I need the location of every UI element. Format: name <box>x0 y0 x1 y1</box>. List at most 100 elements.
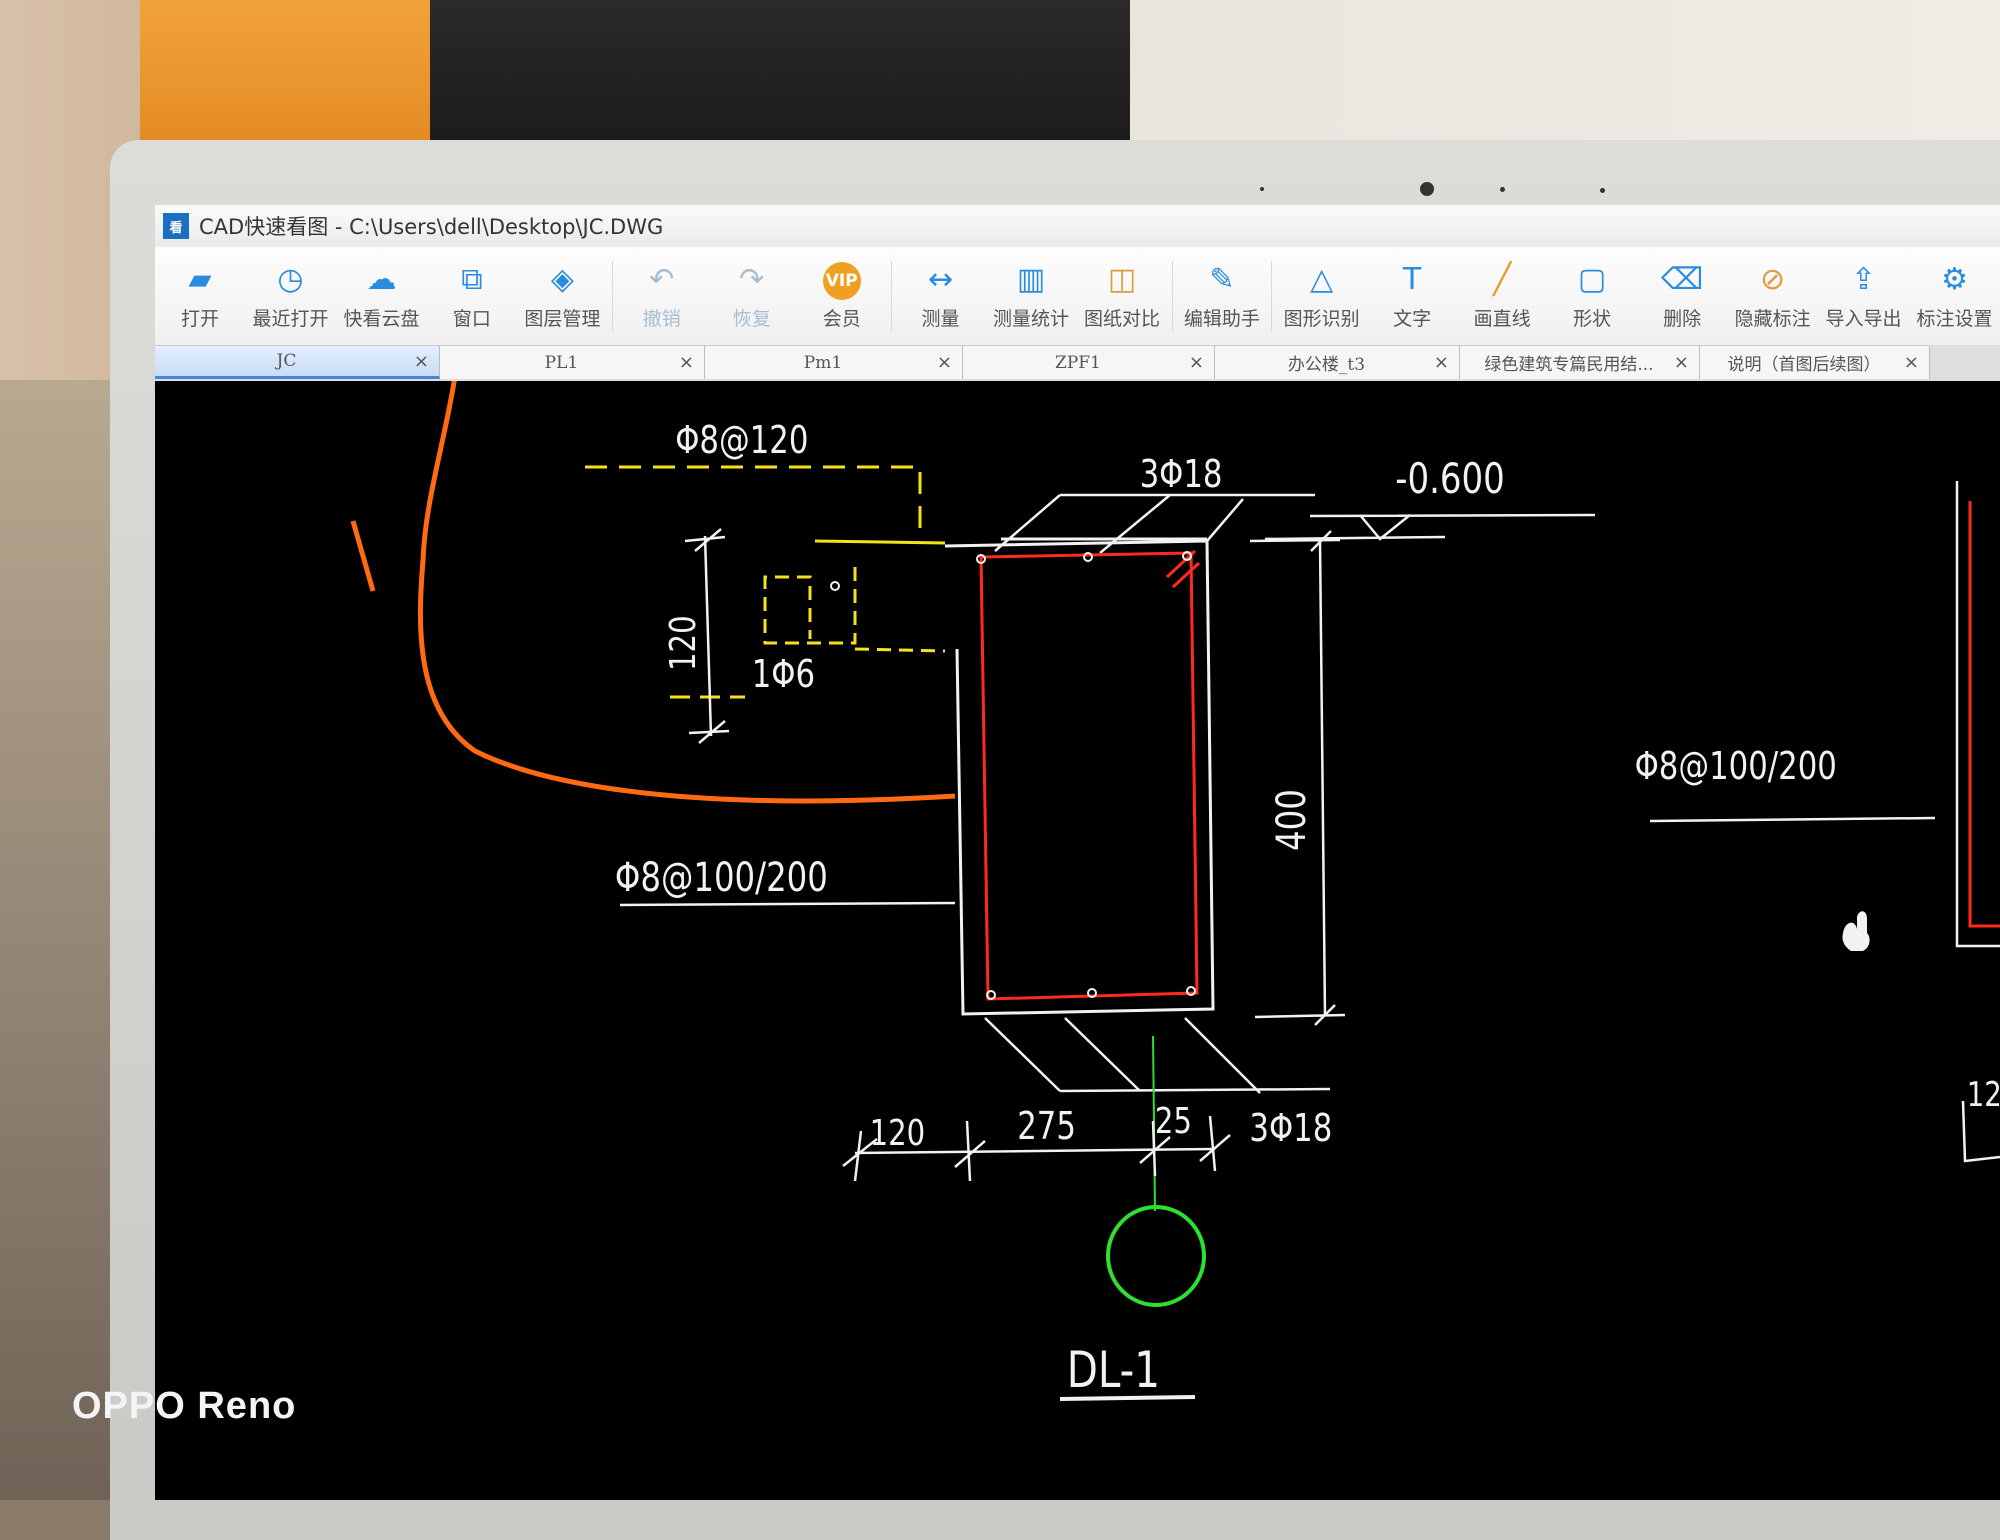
toolbar-button-label: 图形识别 <box>1283 307 1360 330</box>
toolbar-button-import-export[interactable]: ⇪导入导出 <box>1818 251 1909 341</box>
close-icon[interactable]: × <box>1903 352 1919 373</box>
rebar-dot <box>1182 551 1192 561</box>
stirrup-main-label: Φ8@100/200 <box>615 854 828 900</box>
toolbar-button-cloud[interactable]: ☁快看云盘 <box>336 251 427 341</box>
toolbar-button-hide-annotation[interactable]: ⊘隐藏标注 <box>1727 251 1818 341</box>
text-icon: T <box>1402 261 1422 297</box>
clock-icon: ◷ <box>277 261 304 297</box>
tie-bar-label: 1Φ6 <box>752 651 815 696</box>
tab-5[interactable]: 办公楼_t3 × <box>1215 345 1460 379</box>
toolbar-separator <box>890 261 892 331</box>
toolbar-button-eraser[interactable]: ⌫ 删除 <box>1637 251 1727 341</box>
tab-label: PL1 <box>544 352 579 373</box>
dim-height-line <box>1318 540 1327 1017</box>
toolbar-button-compare[interactable]: ◫ 图纸对比 <box>1077 251 1168 341</box>
toolbar-button-clock[interactable]: ◷ 最近打开 <box>245 251 336 341</box>
toolbar-button-line[interactable]: ╱画直线 <box>1457 251 1547 341</box>
toolbar-button-layers[interactable]: ◈图层管理 <box>517 251 608 341</box>
tab-7[interactable]: 说明（首图后续图） × <box>1700 345 1930 379</box>
stirrup-right-label: Φ8@100/200 <box>1635 743 1837 788</box>
toolbar-button-folder[interactable]: ▰打开 <box>155 251 245 341</box>
tab-2[interactable]: PL1 × <box>440 345 705 379</box>
dim-small-line <box>703 535 713 737</box>
bottom-bar-leaders <box>984 1017 1331 1094</box>
tab-label: 说明（首图后续图） <box>1727 355 1881 375</box>
vip-icon: VIP <box>822 261 861 300</box>
close-icon[interactable]: × <box>1673 352 1689 373</box>
yellow-bottom-segment <box>854 647 946 653</box>
toolbar-button-label: 标注设置 <box>1916 307 1993 330</box>
top-bar-leaders <box>994 493 1315 554</box>
toolbar-button-ruler[interactable]: ↔测量 <box>896 251 986 341</box>
toolbar-button-label: 删除 <box>1663 307 1702 330</box>
toolbar-button-label: 测量 <box>921 307 960 330</box>
orange-markup-tick <box>350 520 376 592</box>
toolbar-button-label: 图纸对比 <box>1084 307 1161 330</box>
toolbar-button-undo[interactable]: ↶ 撤销 <box>617 251 707 341</box>
toolbar-button-redo[interactable]: ↷恢复 <box>707 251 797 341</box>
dim-height-label: 400 <box>1268 789 1314 851</box>
document-tabs: JC×PL1×Pm1×ZPF1×办公楼_t3×绿色建筑专篇民用结...×说明（首… <box>155 345 2000 381</box>
stirrup-main-leader <box>619 901 956 907</box>
toolbar-button-label: 快看云盘 <box>343 307 420 330</box>
shape-recognition-icon: △ <box>1310 261 1334 297</box>
toolbar-button-window[interactable]: ⧉窗口 <box>427 251 517 341</box>
toolbar-button-label: 撤销 <box>642 307 681 330</box>
close-icon[interactable]: × <box>1433 352 1449 373</box>
hand-cursor-icon <box>1842 911 1870 951</box>
rebar-dot <box>986 990 996 1000</box>
axis-bubble <box>1106 1205 1206 1307</box>
toolbar-button-measure-stats[interactable]: ▥测量统计 <box>986 251 1077 341</box>
edit-assistant-icon: ✎ <box>1209 261 1235 297</box>
toolbar-button-label: 图层管理 <box>524 307 601 330</box>
close-icon[interactable]: × <box>1188 352 1204 373</box>
tab-4[interactable]: ZPF1× <box>963 345 1215 379</box>
toolbar-button-shape-recognition[interactable]: △ 图形识别 <box>1276 251 1367 341</box>
right-partial-red <box>1968 501 2000 928</box>
right-partial-dim <box>1961 1100 2000 1163</box>
close-icon[interactable]: × <box>678 352 694 373</box>
toolbar-button-text[interactable]: T 文字 <box>1367 251 1457 341</box>
toolbar-button-label: 最近打开 <box>252 307 329 330</box>
dim-chain-label-2: 275 <box>1017 1103 1076 1148</box>
stirrup-leader <box>585 465 922 539</box>
toolbar-button-shape[interactable]: ▢ 形状 <box>1547 251 1637 341</box>
compare-icon: ◫ <box>1107 261 1137 297</box>
toolbar-button-label: 文字 <box>1393 307 1432 330</box>
screen: 看 CAD快速看图 - C:\Users\dell\Desktop\JC.DWG… <box>155 205 2000 1500</box>
tab-label: 办公楼_t3 <box>1287 355 1366 375</box>
undo-icon: ↶ <box>649 261 675 297</box>
toolbar-button-label: 形状 <box>1573 307 1612 330</box>
shape-icon: ▢ <box>1577 261 1607 297</box>
toolbar-button-edit-assistant[interactable]: ✎编辑助手 <box>1176 251 1267 341</box>
right-partial-section <box>1955 481 2000 948</box>
tab-label: JC <box>276 351 297 371</box>
webcam-icon <box>1420 182 1434 196</box>
title-bar[interactable]: 看 CAD快速看图 - C:\Users\dell\Desktop\JC.DWG <box>155 205 2000 247</box>
toolbar-separator <box>1271 261 1273 331</box>
toolbar-button-label: 隐藏标注 <box>1734 307 1811 330</box>
dim-chain-label-1: 120 <box>870 1112 926 1154</box>
tie-dot <box>830 581 840 591</box>
toolbar-button-label: 窗口 <box>452 307 491 330</box>
app-logo-icon: 看 <box>163 213 189 239</box>
tab-3[interactable]: Pm1× <box>705 345 963 379</box>
dim-vertical-small-label: 120 <box>662 615 704 671</box>
drawing-canvas[interactable]: Φ8@120 1Φ6 120 3Φ18 -0.600 Φ8@100/200 Φ8… <box>155 381 2000 1500</box>
beam-name-underline <box>1059 1395 1196 1401</box>
toolbar-button-annotation-settings[interactable]: ⚙标注设置 <box>1909 251 2000 341</box>
tab-1[interactable]: JC × <box>155 345 440 379</box>
line-icon: ╱ <box>1493 261 1512 297</box>
close-icon[interactable]: × <box>936 352 952 373</box>
bottom-bars-label: 3Φ18 <box>1249 1105 1332 1150</box>
tab-6[interactable]: 绿色建筑专篇民用结...× <box>1460 345 1700 379</box>
window-title: CAD快速看图 - C:\Users\dell\Desktop\JC.DWG <box>199 215 664 239</box>
stirrup-label: Φ8@120 <box>675 417 808 462</box>
close-icon[interactable]: × <box>413 350 429 372</box>
eraser-icon: ⌫ <box>1660 261 1704 297</box>
redo-icon: ↷ <box>739 261 765 297</box>
beam-outline <box>944 539 1215 1016</box>
toolbar-button-label: 导入导出 <box>1825 307 1902 330</box>
